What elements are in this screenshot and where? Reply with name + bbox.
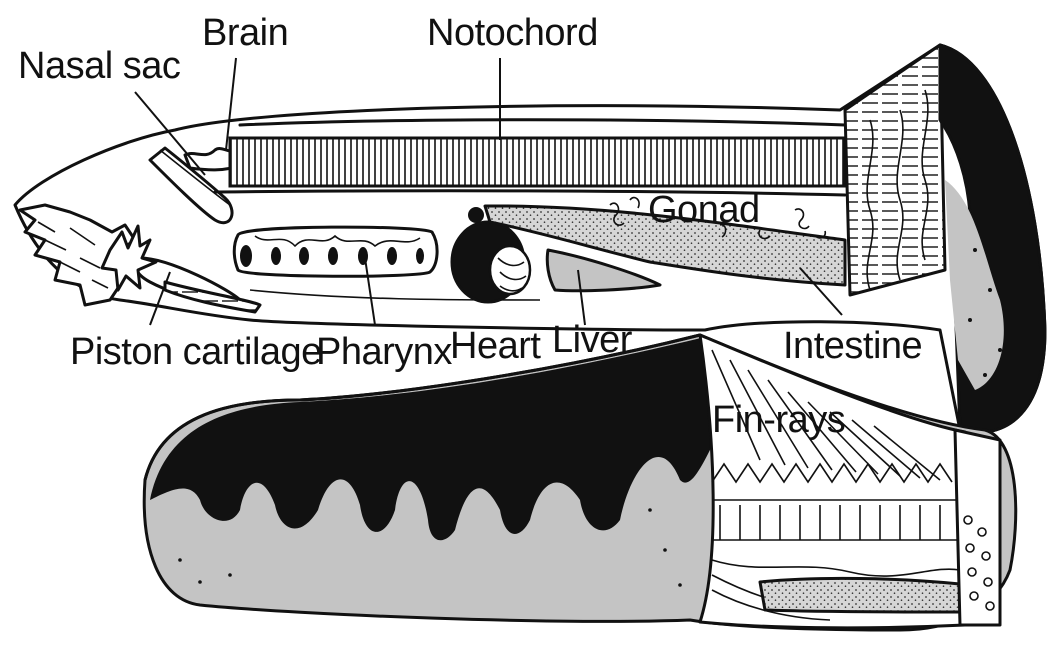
lower-intestine — [760, 578, 960, 612]
label-intestine: Intestine — [783, 325, 922, 367]
label-fin-rays: Fin-rays — [712, 399, 845, 441]
label-pharynx: Pharynx — [316, 331, 452, 373]
label-piston-cartilage: Piston cartilage — [70, 331, 322, 373]
label-notochord: Notochord — [427, 12, 598, 54]
label-heart: Heart — [450, 325, 541, 367]
label-liver: Liver — [552, 319, 633, 361]
upper-tail-rays — [845, 45, 945, 295]
label-gonad: Gonad — [648, 189, 760, 231]
notochord — [230, 138, 845, 186]
label-brain: Brain — [202, 12, 288, 54]
label-nasal-sac: Nasal sac — [18, 45, 180, 87]
